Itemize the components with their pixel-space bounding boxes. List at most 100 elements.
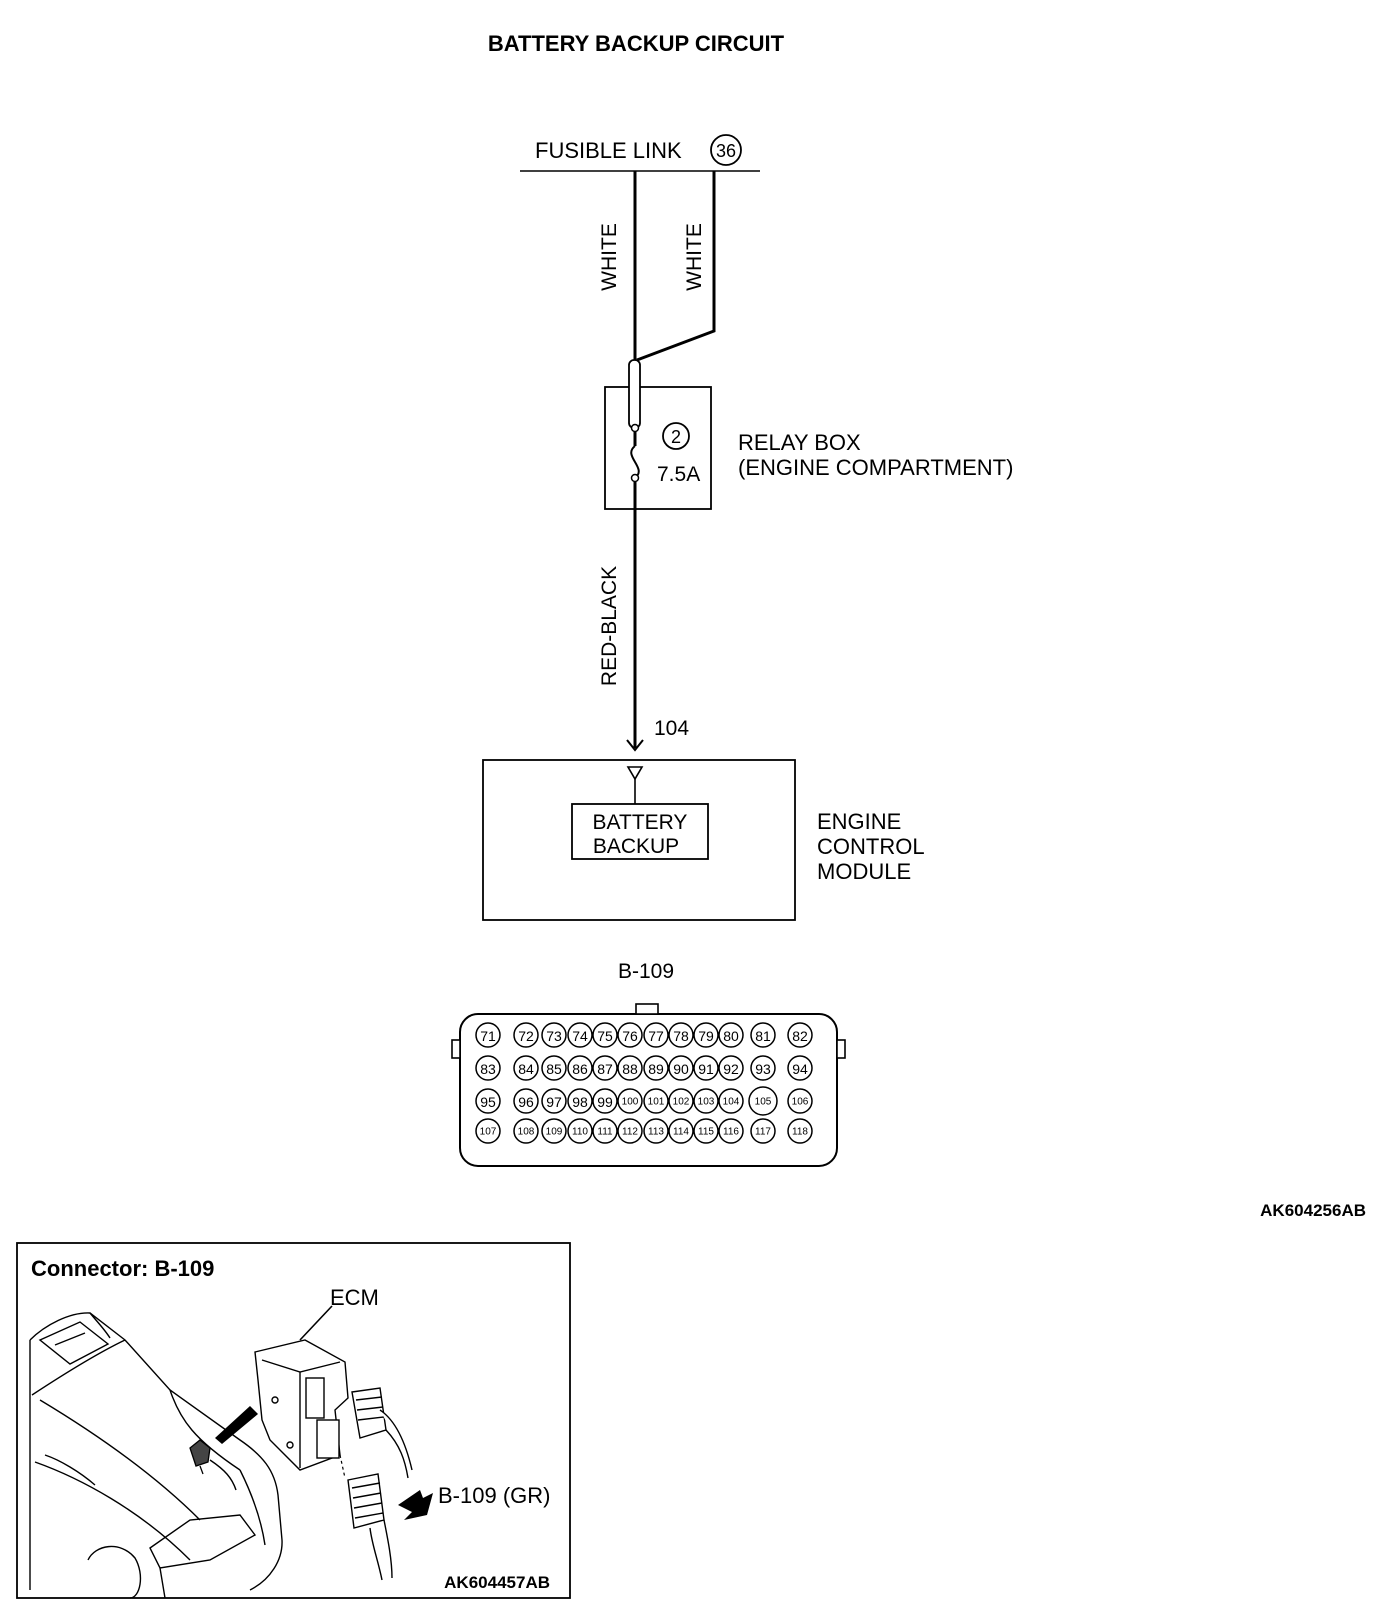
pin-number: 115	[698, 1127, 714, 1138]
inset-figure-code: AK604457AB	[444, 1573, 550, 1592]
pin-circle	[787, 1022, 813, 1048]
ecm-label-line1: ENGINE	[817, 809, 901, 834]
connector-pin: 96	[513, 1088, 539, 1114]
battery-backup-block	[571, 803, 709, 860]
pin-circle	[750, 1022, 776, 1048]
connector-pin: 76	[617, 1022, 643, 1048]
pin-number: 92	[723, 1061, 739, 1077]
connector-pin: 80	[718, 1022, 744, 1048]
pin-circle	[592, 1088, 618, 1114]
connector-pin: 91	[693, 1055, 719, 1081]
pin-number: 71	[480, 1028, 496, 1044]
connector-pin: 115	[693, 1118, 719, 1144]
pin-circle	[787, 1055, 813, 1081]
pin-number: 91	[698, 1061, 714, 1077]
pin-circle	[718, 1055, 744, 1081]
connector-guide-line	[339, 1454, 346, 1479]
connector-pin: 100	[617, 1088, 643, 1114]
pin-number: 116	[723, 1127, 739, 1138]
pin-circle	[475, 1118, 501, 1144]
pin-circle	[513, 1088, 539, 1114]
pin-number: 85	[546, 1061, 562, 1077]
connector-pin: 116	[718, 1118, 744, 1144]
pin-number: 84	[518, 1061, 534, 1077]
connector-pin: 79	[693, 1022, 719, 1048]
splice-connector	[628, 359, 641, 429]
pin-circle	[475, 1022, 501, 1048]
pin-number: 117	[755, 1127, 771, 1138]
connector-pin: 84	[513, 1055, 539, 1081]
connector-pin: 74	[567, 1022, 593, 1048]
battery-backup-line1: BATTERY	[593, 811, 688, 834]
fuse-rating: 7.5A	[657, 463, 700, 486]
pin-circle	[668, 1055, 694, 1081]
pin-circle	[693, 1055, 719, 1081]
lower-wire: RED-BLACK 104	[598, 482, 689, 752]
connector-name: B-109	[618, 960, 674, 983]
connector-pin: 78	[668, 1022, 694, 1048]
pin-number: 110	[572, 1127, 588, 1138]
pin-number: 113	[648, 1127, 664, 1138]
pin-number: 86	[572, 1061, 588, 1077]
pin-circle	[513, 1022, 539, 1048]
fuse-icon	[630, 445, 640, 479]
connector-pin: 73	[541, 1022, 567, 1048]
pin-number: 90	[673, 1061, 689, 1077]
pin-number: 104	[723, 1097, 740, 1108]
wire-label-white-left: WHITE	[598, 223, 621, 291]
pin-number: 101	[648, 1097, 665, 1108]
pin-number: 96	[518, 1094, 534, 1110]
inset-heading: Connector: B-109	[31, 1256, 214, 1281]
connector-pin: 83	[475, 1055, 501, 1081]
relay-box-outline	[604, 386, 712, 510]
harness-connector-b109	[347, 1473, 393, 1581]
connector-pin: 101	[643, 1088, 669, 1114]
pin-circle	[475, 1088, 501, 1114]
connector-key	[635, 1003, 659, 1015]
connector-pin: 104	[718, 1088, 744, 1114]
fuse-terminal-bottom	[630, 473, 640, 483]
pin-number: 93	[755, 1061, 771, 1077]
connector-pin: 112	[617, 1118, 643, 1144]
pin-circle	[567, 1118, 593, 1144]
pin-circle	[617, 1088, 643, 1114]
connector-pin: 97	[541, 1088, 567, 1114]
connector-pin: 98	[567, 1088, 593, 1114]
page-title: BATTERY BACKUP CIRCUIT	[488, 31, 785, 56]
inset-connector-label: B-109 (GR)	[438, 1483, 550, 1508]
connector-pin: 92	[718, 1055, 744, 1081]
pin-number: 89	[648, 1061, 664, 1077]
fusible-link-label: FUSIBLE LINK	[535, 138, 682, 163]
pin-circle	[513, 1118, 539, 1144]
fusible-link-number: 36	[716, 141, 736, 161]
connector-pin: 117	[750, 1118, 776, 1144]
connector-pin: 99	[592, 1088, 618, 1114]
pin-circle	[718, 1022, 744, 1048]
pin-number: 81	[755, 1028, 771, 1044]
fuse-number-circle	[662, 422, 690, 450]
figure-code-main: AK604256AB	[1260, 1201, 1366, 1220]
pin-circle	[693, 1088, 719, 1114]
connector-pin-male	[626, 739, 644, 752]
connector-pin: 114	[668, 1118, 694, 1144]
connector-pin: 81	[750, 1022, 776, 1048]
connector-pin: 118	[787, 1118, 813, 1144]
pin-circle	[617, 1118, 643, 1144]
connector-pin: 88	[617, 1055, 643, 1081]
fuse-number: 2	[671, 427, 681, 447]
pin-circle	[693, 1022, 719, 1048]
pin-circle	[668, 1022, 694, 1048]
connector-pin: 89	[643, 1055, 669, 1081]
pin-number: 95	[480, 1094, 496, 1110]
leader-wedge-icon	[215, 1406, 258, 1444]
connector-pin: 103	[693, 1088, 719, 1114]
pin-number: 88	[622, 1061, 638, 1077]
pin-number: 106	[792, 1097, 809, 1108]
ecm-label-line3: MODULE	[817, 859, 911, 884]
ecm-input-terminal-icon	[626, 766, 644, 781]
pin-number: 78	[673, 1028, 689, 1044]
connector-pin: 113	[643, 1118, 669, 1144]
ecm-outline	[482, 759, 796, 921]
pin-circle	[592, 1118, 618, 1144]
connector-pin: 72	[513, 1022, 539, 1048]
